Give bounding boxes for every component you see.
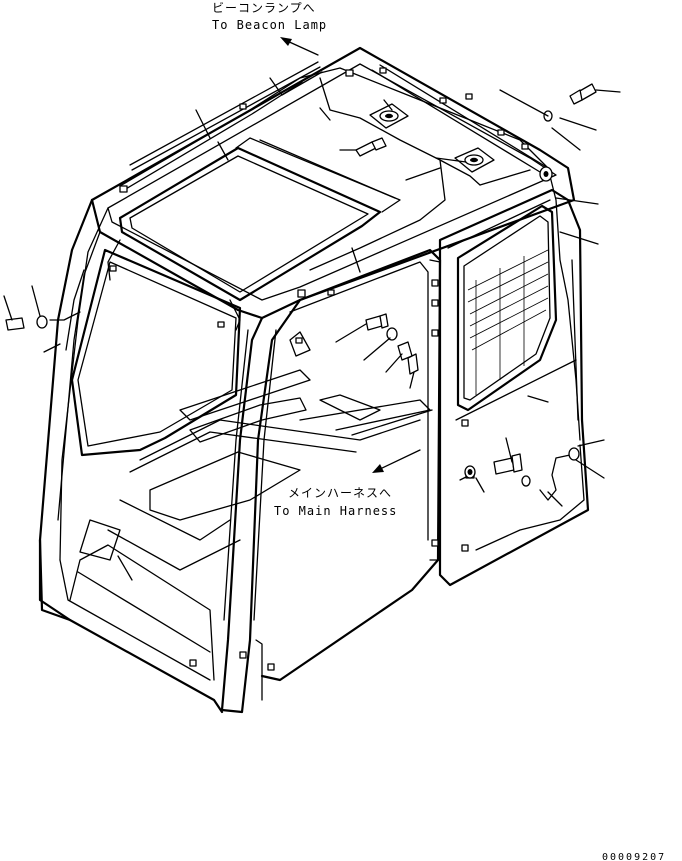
roof-speaker-mount-left [369, 103, 409, 129]
left-pillar-harness [49, 269, 85, 351]
roof-harness [107, 67, 581, 441]
main-harness-label-ja: メインハーネスへ [288, 486, 392, 500]
grommet-door [464, 465, 476, 479]
leader-lines [3, 89, 621, 581]
cab-body [38, 46, 590, 714]
beacon-label-ja: ビーコンランプへ [212, 1, 316, 15]
bolt-top-right [569, 83, 597, 105]
clamp-door-lower [568, 447, 580, 461]
bolt-left-pillar [5, 317, 25, 331]
clamp-top-right [499, 89, 553, 122]
washer-door [521, 475, 531, 487]
beacon-label-en: To Beacon Lamp [212, 18, 327, 32]
clip-left-pillar [36, 315, 48, 329]
arrow-to-beacon-lamp [280, 37, 319, 56]
clip-interior-b [407, 353, 419, 375]
washer-interior [386, 327, 398, 341]
bolt-roof [355, 137, 387, 157]
roof-speaker-mount-right [454, 147, 495, 173]
main-harness-label-en: To Main Harness [274, 504, 397, 518]
clamp-door-upper [539, 166, 553, 182]
drawing-code: 00009207 [602, 852, 666, 861]
bolt-interior [365, 313, 389, 331]
roof-fasteners [109, 67, 529, 671]
door-harness [351, 409, 585, 551]
arrow-to-main-harness [372, 449, 421, 473]
bolt-door-side [493, 453, 523, 475]
